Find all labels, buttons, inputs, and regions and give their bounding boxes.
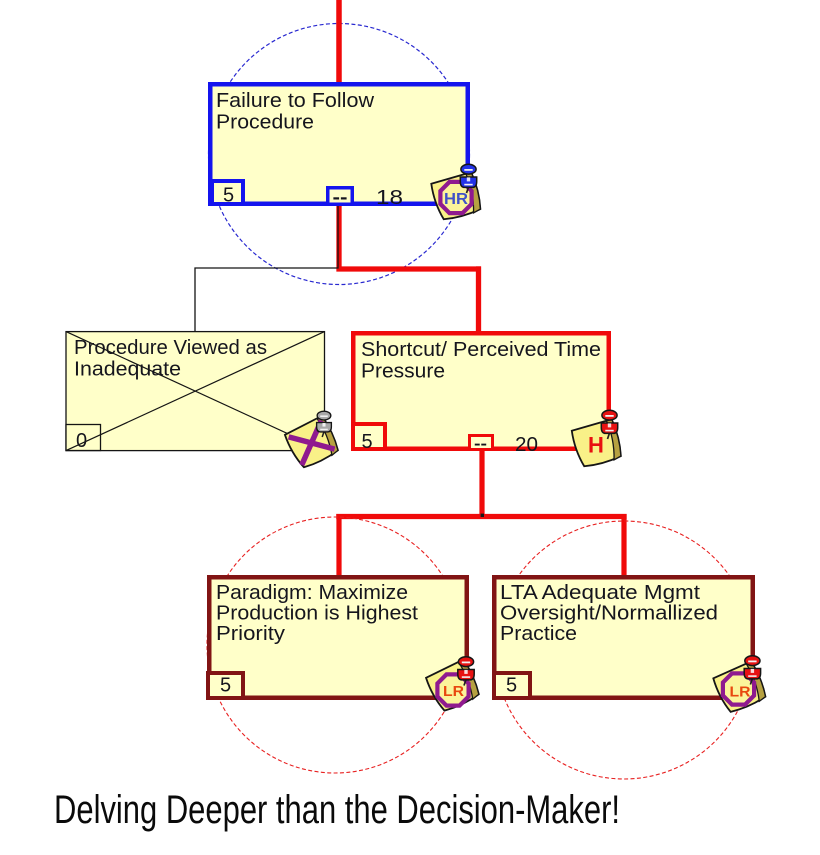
svg-text:20: 20	[515, 434, 538, 456]
svg-text:5: 5	[220, 675, 231, 697]
svg-text:Procedure Viewed as: Procedure Viewed as	[74, 337, 267, 359]
svg-text:0: 0	[76, 430, 87, 452]
svg-text:Priority: Priority	[216, 623, 285, 645]
svg-text:LR: LR	[730, 684, 751, 701]
svg-text:5: 5	[223, 185, 234, 207]
svg-text:--: --	[333, 187, 348, 207]
svg-text:LR: LR	[443, 683, 464, 700]
svg-text:18: 18	[376, 187, 403, 209]
svg-text:Failure to Follow: Failure to Follow	[216, 90, 375, 112]
svg-text:Paradigm: Maximize: Paradigm: Maximize	[216, 582, 408, 604]
svg-text:Oversight/Normallized: Oversight/Normallized	[500, 603, 718, 625]
svg-text:Production is Highest: Production is Highest	[216, 603, 418, 625]
svg-text:H: H	[588, 433, 604, 458]
svg-text:Practice: Practice	[500, 623, 577, 645]
svg-text:Procedure: Procedure	[216, 112, 314, 134]
svg-text:LTA Adequate Mgmt: LTA Adequate Mgmt	[500, 582, 700, 604]
svg-text:Shortcut/ Perceived Time: Shortcut/ Perceived Time	[361, 339, 601, 361]
svg-text:Pressure: Pressure	[361, 361, 445, 383]
svg-text:--: --	[474, 436, 487, 453]
svg-text:Delving Deeper than the Decisi: Delving Deeper than the Decision-Maker!	[54, 788, 620, 832]
svg-text:HR: HR	[444, 191, 468, 208]
svg-text:5: 5	[362, 431, 373, 453]
svg-text:5: 5	[506, 675, 517, 697]
svg-text:Inadequate: Inadequate	[74, 359, 181, 381]
